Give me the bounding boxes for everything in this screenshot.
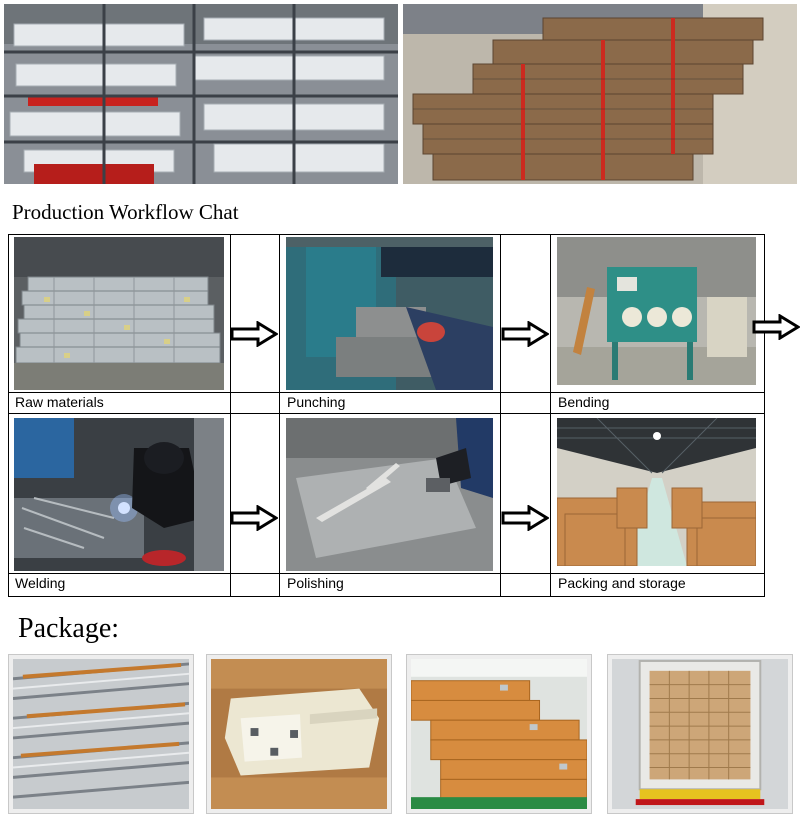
- right-arrow-icon: [230, 321, 278, 347]
- right-arrow-icon: [501, 321, 549, 347]
- grid-line: [279, 234, 280, 597]
- right-arrow-icon: [501, 505, 549, 531]
- step-caption-bending: Bending: [558, 394, 610, 410]
- warehouse-aluminum-profiles-photo: [4, 4, 398, 184]
- packing-storage-photo: [557, 418, 756, 566]
- grid-line: [230, 234, 231, 597]
- grid-line: [8, 234, 765, 235]
- grid-line: [8, 573, 765, 574]
- grid-line: [500, 234, 501, 597]
- workflow-title: Production Workflow Chat: [12, 200, 239, 224]
- package-photo-container-loaded: [607, 654, 793, 814]
- polishing-photo: [286, 418, 493, 571]
- step-caption-punching: Punching: [287, 394, 346, 410]
- step-caption-welding: Welding: [15, 575, 66, 591]
- welding-photo: [14, 418, 224, 571]
- warehouse-steel-tubes-photo: [403, 4, 797, 184]
- right-arrow-icon: [230, 505, 278, 531]
- step-caption-packing-storage: Packing and storage: [558, 575, 686, 591]
- grid-line: [550, 234, 551, 597]
- grid-line: [8, 596, 765, 597]
- grid-line: [8, 392, 765, 393]
- grid-line: [8, 413, 765, 414]
- step-caption-polishing: Polishing: [287, 575, 344, 591]
- step-caption-raw-materials: Raw materials: [15, 394, 104, 410]
- raw-materials-photo: [14, 237, 224, 390]
- bending-photo: [557, 237, 756, 385]
- grid-line: [764, 234, 765, 597]
- grid-line: [8, 234, 9, 597]
- package-photo-wrapped-profiles: [8, 654, 194, 814]
- package-title: Package:: [18, 613, 120, 644]
- package-photo-stacked-cartons: [406, 654, 592, 814]
- right-arrow-icon: [752, 314, 800, 340]
- punching-photo: [286, 237, 493, 390]
- package-photo-foam-wrapped-part: [206, 654, 392, 814]
